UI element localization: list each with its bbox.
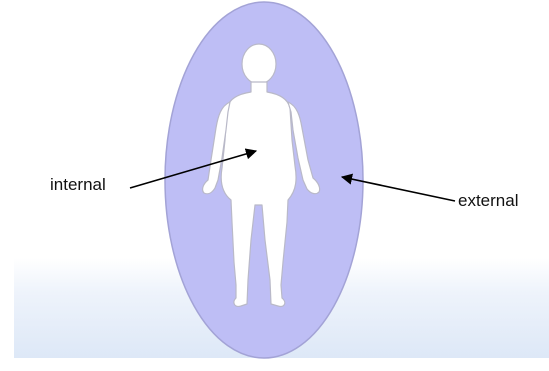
external-label: external [458, 191, 518, 211]
silhouette-head [242, 44, 276, 84]
internal-label: internal [50, 175, 106, 195]
